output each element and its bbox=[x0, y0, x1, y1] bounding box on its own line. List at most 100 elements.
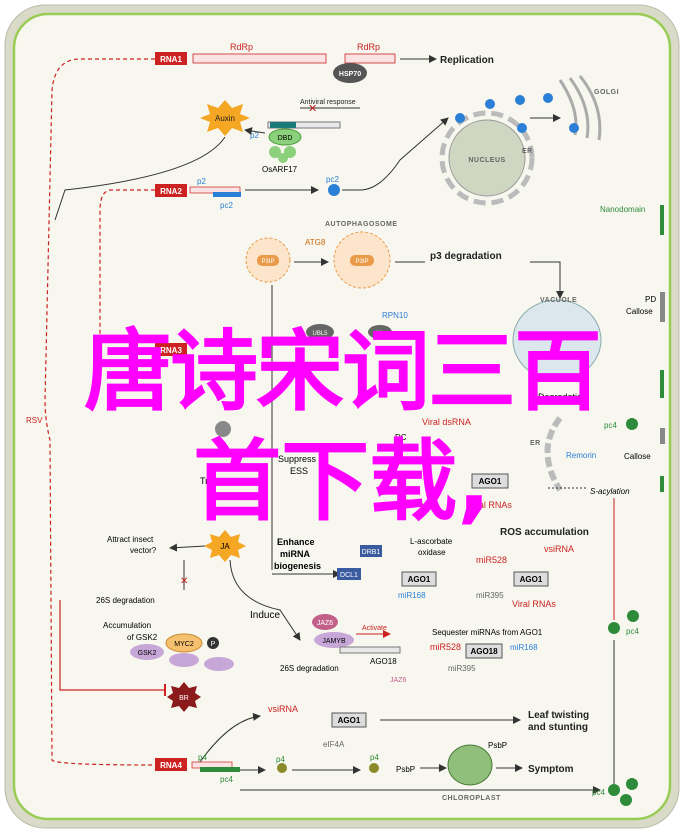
rna4-label: RNA4 bbox=[160, 761, 182, 770]
degradation-label: Degradation bbox=[538, 392, 587, 402]
hsp70-label: HSP70 bbox=[339, 71, 361, 78]
enhance-label: Enhance bbox=[277, 537, 315, 547]
ja-label: JA bbox=[220, 542, 230, 551]
induce-label: Induce bbox=[250, 610, 280, 621]
hsp70-blob bbox=[333, 63, 367, 83]
viral-rnas-label-1: Viral RNAs bbox=[468, 500, 512, 510]
cell-inner-area bbox=[12, 12, 672, 821]
osarf17-label: OsARF17 bbox=[262, 165, 298, 174]
er-label-1: ER bbox=[522, 148, 533, 155]
p4-label-a: p4 bbox=[198, 753, 207, 762]
nanodomain-label: Nanodomain bbox=[600, 205, 645, 214]
auxin-burst bbox=[200, 100, 250, 136]
dbd-blob bbox=[268, 128, 302, 146]
ago18-label-a: AGO18 bbox=[370, 657, 397, 666]
br-label: BR bbox=[179, 695, 189, 702]
chloroplast-label: CHLOROPLAST bbox=[442, 795, 501, 802]
dbd-label: DBD bbox=[278, 135, 293, 142]
osarf17-gene bbox=[267, 121, 341, 129]
symptom-label: Symptom bbox=[528, 764, 574, 775]
suppress-label: Suppress bbox=[278, 454, 317, 464]
biogenesis-label: biogenesis bbox=[274, 561, 321, 571]
rna3-box bbox=[155, 343, 187, 356]
jaz6-label: JAZ6 bbox=[317, 620, 333, 627]
and-stunting-label: and stunting bbox=[528, 722, 588, 733]
nucleus-label: NUCLEUS bbox=[468, 157, 505, 164]
p3-degradation-label: p3 degradation bbox=[430, 251, 502, 262]
rna2-dashed-connector bbox=[99, 189, 155, 345]
autophagosome-label: AUTOPHAGOSOME bbox=[325, 221, 398, 228]
26s-degradation-label-2: 26S degradation bbox=[280, 664, 339, 673]
er-right bbox=[544, 416, 563, 492]
jamyb-label: JAMYB bbox=[322, 638, 346, 645]
br-burst bbox=[167, 682, 201, 712]
attract-label: Attract insect bbox=[107, 535, 154, 544]
callose-label-1: Callose bbox=[626, 307, 653, 316]
nucleus bbox=[448, 119, 526, 197]
ago1-label-d: AGO1 bbox=[338, 716, 361, 725]
dc-label: DC bbox=[395, 433, 407, 442]
mir168-label: miR168 bbox=[398, 591, 426, 600]
pc4-label-1: pc4 bbox=[604, 421, 617, 430]
overlay-title-line-2: 首下载, bbox=[193, 430, 491, 533]
26s-degradation-label-1: 26S degradation bbox=[96, 596, 155, 605]
rdrp-label-2: RdRp bbox=[357, 42, 380, 52]
myc2-label: MYC2 bbox=[174, 641, 194, 648]
vacuole-label: VACUOLE bbox=[540, 297, 577, 304]
rna4-box bbox=[155, 758, 187, 771]
ess-label: ESS bbox=[290, 466, 308, 476]
replication-label: Replication bbox=[440, 55, 494, 66]
jaz6-label-b: JAZ6 bbox=[390, 677, 406, 684]
ago1-label-a: AGO1 bbox=[479, 477, 502, 486]
er-label-2: ER bbox=[530, 440, 541, 447]
mir395-label-b: miR395 bbox=[448, 664, 476, 673]
vacuole bbox=[512, 299, 602, 381]
rpn10-label: RPN10 bbox=[382, 311, 408, 320]
pc4-label-2: pc4 bbox=[626, 627, 639, 636]
p4-label-c: p4 bbox=[370, 753, 379, 762]
pc2-protein bbox=[328, 184, 340, 196]
pc2-golgi-markers bbox=[455, 93, 579, 133]
phospho-label: P bbox=[211, 641, 216, 648]
ago1-label-b: AGO1 bbox=[408, 575, 431, 584]
antiviral-label: Antiviral response bbox=[300, 99, 356, 106]
rna3-label: RNA3 bbox=[160, 346, 182, 355]
s-acylation-label: S-acylation bbox=[590, 487, 630, 496]
rdrp-label-1: RdRp bbox=[230, 42, 253, 52]
gsk2-label: GSK2 bbox=[138, 650, 157, 657]
remorin-label: Remorin bbox=[566, 451, 596, 460]
svg-text:✕: ✕ bbox=[180, 576, 188, 587]
chloroplast bbox=[447, 744, 493, 786]
vsirna-label-1: vsiRNA bbox=[544, 544, 574, 554]
ja-burst bbox=[204, 530, 246, 562]
eif4a-label: eIF4A bbox=[323, 740, 345, 749]
rna2-label: RNA2 bbox=[160, 187, 182, 196]
rna1-label: RNA1 bbox=[160, 55, 182, 64]
pc2-label-1: pc2 bbox=[220, 201, 233, 210]
ago18-label-b: AGO18 bbox=[470, 647, 498, 656]
trig-label: Trig bbox=[200, 476, 215, 486]
p4-label-b: p4 bbox=[276, 755, 285, 764]
l-ascorbate-label: L-ascorbate bbox=[410, 537, 453, 546]
atg8-label: ATG8 bbox=[305, 238, 326, 247]
activate-label: Activate bbox=[362, 625, 387, 632]
leaf-twisting-label: Leaf twisting bbox=[528, 710, 589, 721]
auxin-label: Auxin bbox=[215, 114, 235, 123]
drb1-label: DRB1 bbox=[362, 549, 381, 556]
rna-dashed-connector bbox=[44, 58, 156, 766]
rna2-box bbox=[155, 184, 187, 197]
golgi-label: GOLGI bbox=[594, 89, 619, 96]
mir168-label-b: miR168 bbox=[510, 643, 538, 652]
mirna-label-1: miRNA bbox=[395, 498, 424, 508]
oxidase-label: oxidase bbox=[418, 548, 446, 557]
rsv-label: RSV bbox=[26, 416, 43, 425]
viral-rnas-label-2: Viral RNAs bbox=[512, 599, 556, 609]
overlay-title-line-1: 唐诗宋词三百 bbox=[83, 320, 602, 423]
p2-label-1: p2 bbox=[250, 131, 259, 140]
accumulation-label: Accumulation bbox=[103, 621, 151, 630]
mirna-label-2: miRNA bbox=[280, 549, 311, 559]
ros-accumulation-label: ROS accumulation bbox=[500, 527, 589, 538]
rna1-box bbox=[155, 52, 187, 65]
pc4-label-3: pc4 bbox=[220, 775, 233, 784]
